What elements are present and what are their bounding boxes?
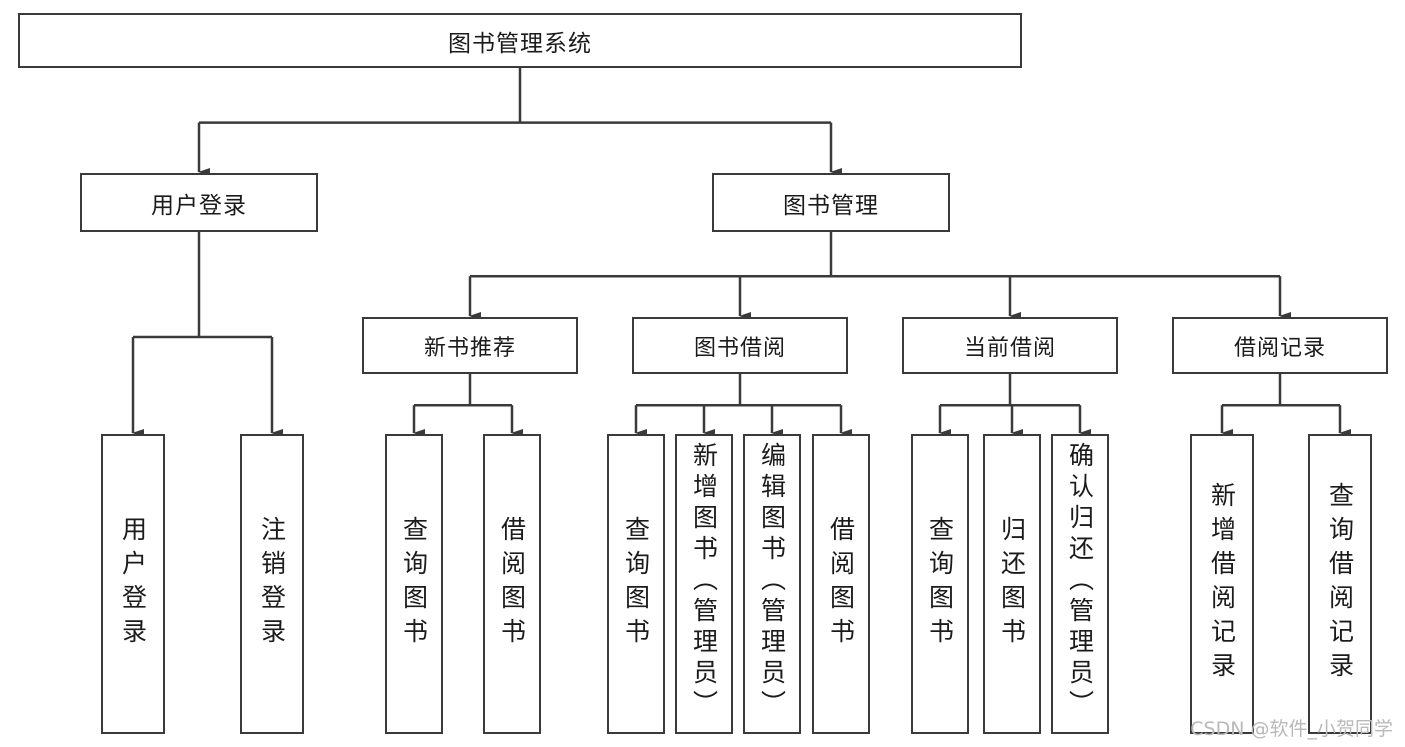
node-current-borrow-label: 当前借阅 <box>963 335 1056 361</box>
node-new-book-recommend[interactable]: 新书推荐 <box>362 317 578 374</box>
node-root-label: 图书管理系统 <box>448 30 592 57</box>
node-leaf-return-book-label: 归还图书 <box>997 516 1027 652</box>
node-leaf-user-logout-label: 注销登录 <box>257 516 287 652</box>
node-current-borrow[interactable]: 当前借阅 <box>902 317 1118 374</box>
node-leaf-confirm-return-label: 确认归还（管理员） <box>1065 442 1095 721</box>
node-leaf-query-record[interactable]: 查询借阅记录 <box>1308 434 1372 734</box>
node-leaf-borrow-book-1[interactable]: 借阅图书 <box>483 434 541 734</box>
node-leaf-query-book-2[interactable]: 查询图书 <box>607 434 665 734</box>
node-leaf-query-book-2-label: 查询图书 <box>621 516 651 652</box>
node-borrow-record-label: 借阅记录 <box>1233 335 1326 361</box>
node-leaf-query-book-1-label: 查询图书 <box>399 516 429 652</box>
node-leaf-user-logout[interactable]: 注销登录 <box>240 434 304 734</box>
node-leaf-add-book[interactable]: 新增图书（管理员） <box>675 434 733 734</box>
node-leaf-query-book-1[interactable]: 查询图书 <box>385 434 443 734</box>
node-leaf-borrow-book-2-label: 借阅图书 <box>826 516 856 652</box>
node-borrow-record[interactable]: 借阅记录 <box>1172 317 1388 374</box>
node-book-management-label: 图书管理 <box>783 192 879 219</box>
node-leaf-borrow-book-1-label: 借阅图书 <box>497 516 527 652</box>
node-leaf-add-record[interactable]: 新增借阅记录 <box>1190 434 1254 734</box>
node-new-book-recommend-label: 新书推荐 <box>423 335 516 361</box>
node-leaf-query-book-3-label: 查询图书 <box>925 516 955 652</box>
node-book-borrow[interactable]: 图书借阅 <box>632 317 848 374</box>
node-leaf-add-book-label: 新增图书（管理员） <box>689 442 719 721</box>
node-user-login-label: 用户登录 <box>151 192 247 219</box>
node-leaf-user-login[interactable]: 用户登录 <box>101 434 165 734</box>
node-leaf-borrow-book-2[interactable]: 借阅图书 <box>812 434 870 734</box>
node-leaf-query-record-label: 查询借阅记录 <box>1325 482 1355 686</box>
node-leaf-return-book[interactable]: 归还图书 <box>983 434 1041 734</box>
node-root[interactable]: 图书管理系统 <box>18 13 1022 68</box>
node-leaf-edit-book-label: 编辑图书（管理员） <box>757 442 787 721</box>
node-leaf-confirm-return[interactable]: 确认归还（管理员） <box>1051 434 1109 734</box>
node-leaf-query-book-3[interactable]: 查询图书 <box>911 434 969 734</box>
node-book-management[interactable]: 图书管理 <box>712 173 950 232</box>
node-book-borrow-label: 图书借阅 <box>693 335 786 361</box>
node-leaf-user-login-label: 用户登录 <box>118 516 148 652</box>
node-user-login[interactable]: 用户登录 <box>80 173 318 232</box>
node-leaf-add-record-label: 新增借阅记录 <box>1207 482 1237 686</box>
node-leaf-edit-book[interactable]: 编辑图书（管理员） <box>743 434 801 734</box>
